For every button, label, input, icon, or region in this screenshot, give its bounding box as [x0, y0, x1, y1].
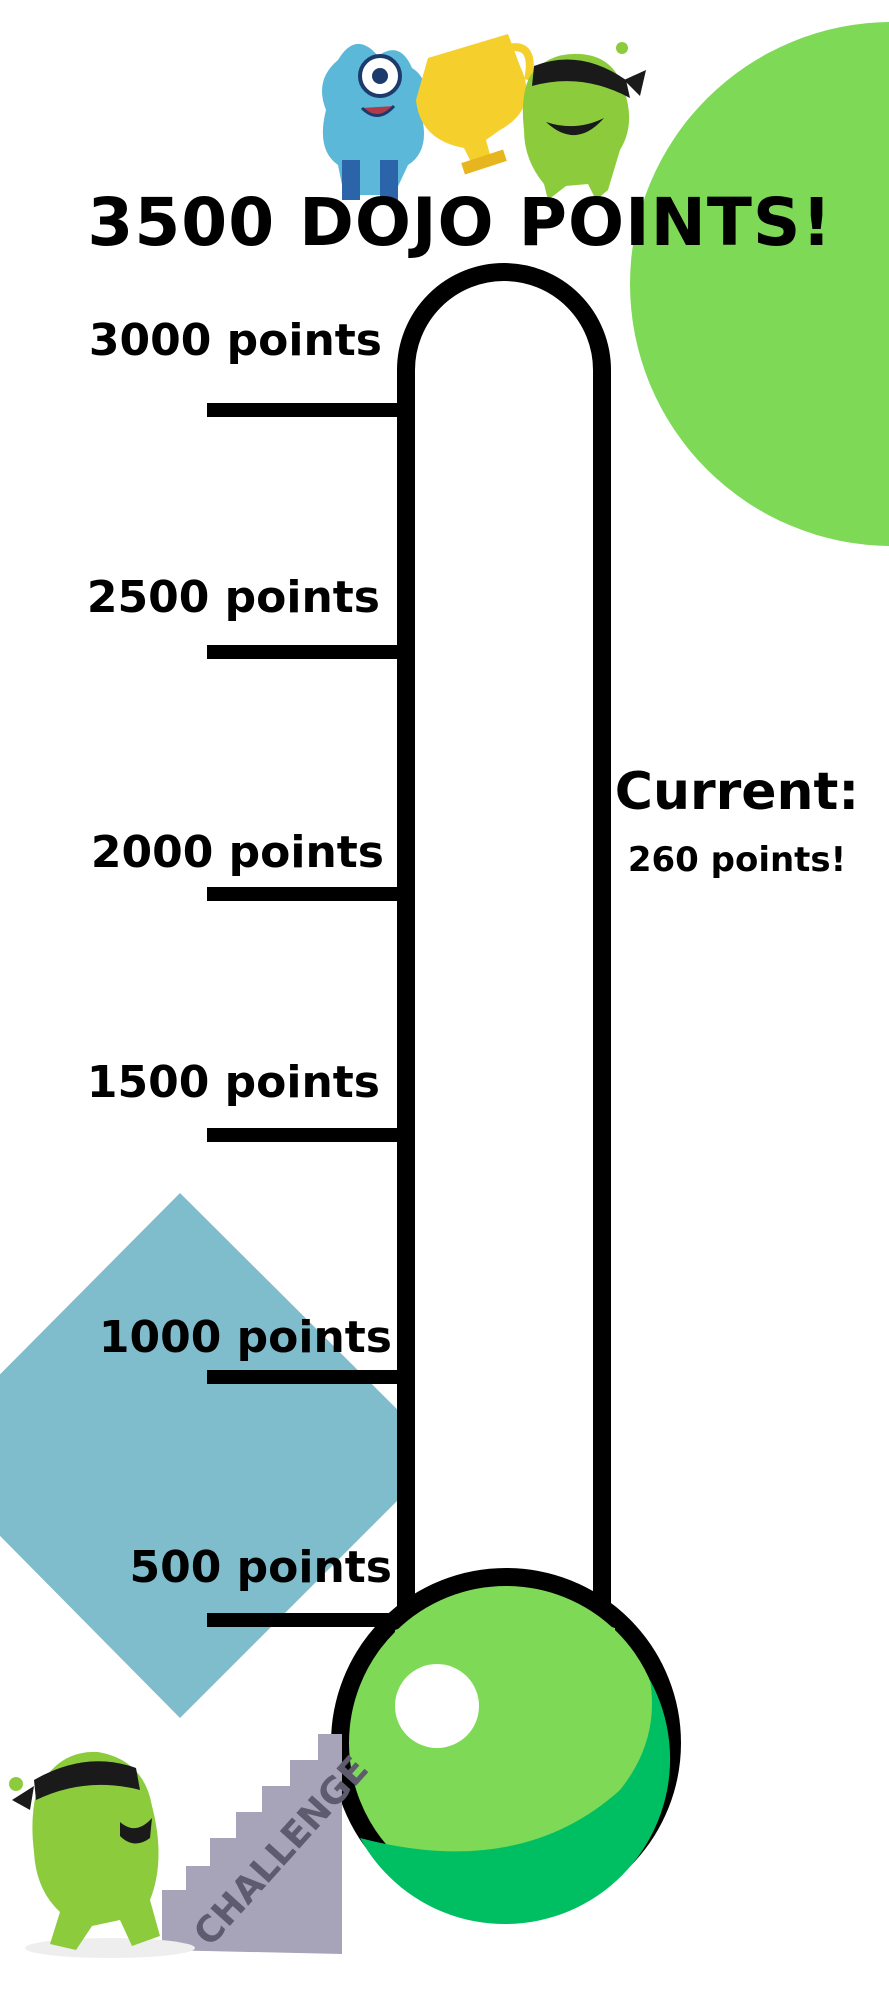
blue-monster-icon [322, 43, 425, 200]
thermometer-tube [397, 263, 611, 1628]
decorative-green-circle [630, 22, 889, 546]
bulb-highlight [395, 1664, 479, 1748]
liquid-top-wave [395, 1617, 615, 1660]
milestone-label-2500: 2500 points [86, 572, 380, 623]
milestone-label-500: 500 points [129, 1542, 392, 1593]
green-ninja-monster-icon [522, 42, 646, 200]
bulb-shadow [360, 1680, 671, 1925]
milestone-label-1500: 1500 points [86, 1057, 380, 1108]
tick-lines [207, 403, 406, 1627]
decorative-blue-diamond [0, 1193, 443, 1718]
page-title: 3500 DOJO POINTS! [87, 184, 833, 261]
trophy-icon [416, 34, 534, 175]
bottom-ninja-monster-icon [9, 1751, 195, 1958]
milestone-label-3000: 3000 points [88, 315, 382, 366]
challenge-stairs-icon: CHALLENGE [162, 1734, 377, 1954]
current-heading: Current: [614, 762, 860, 822]
milestone-label-2000: 2000 points [90, 827, 384, 878]
milestone-label-1000: 1000 points [98, 1312, 392, 1363]
current-points-value: 260 points! [627, 840, 847, 880]
thermometer-tube-fill [409, 268, 599, 1628]
